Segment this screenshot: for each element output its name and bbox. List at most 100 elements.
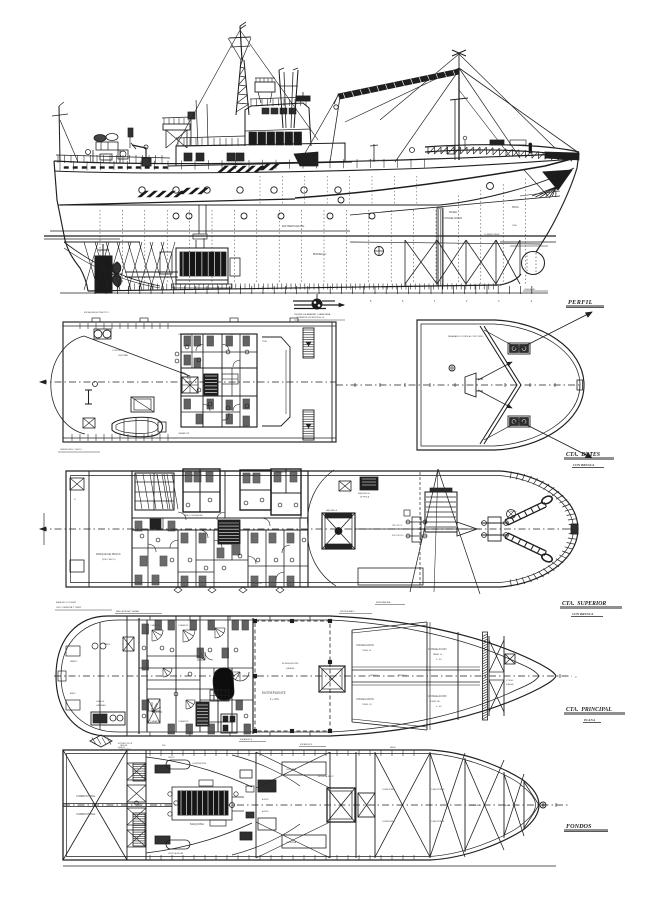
svg-text:F - 40°: F - 40° [436,706,442,708]
svg-text:(PISO SECO): (PISO SECO) [102,559,116,561]
svg-text:CONGELACION: CONGELACION [356,644,374,647]
svg-text:1 CAMAROTE: 1 CAMAROTE [150,624,160,627]
svg-text:TUNEL DE: TUNEL DE [430,701,440,703]
svg-text:F - 40°: F - 40° [436,659,442,661]
svg-text:PASAMANOS CORRE AL CONTORNO: PASAMANOS CORRE AL CONTORNO [448,335,484,338]
svg-text:2 CAMAROTE: 2 CAMAROTE [178,624,188,627]
svg-text:V PURA: V PURA [506,679,513,682]
svg-text:0: 0 [498,300,500,303]
svg-text:ENFERMERIA: ENFERMERIA [376,601,391,604]
svg-text:CONGELACION: CONGELACION [356,698,374,701]
svg-text:4: 4 [434,300,436,303]
svg-text:(SALADA): (SALADA) [286,667,295,670]
svg-text:a: a [46,530,48,532]
svg-text:RASEL: RASEL [449,210,458,214]
svg-text:ENTREPUENTE: ENTREPUENTE [282,224,304,228]
svg-text:PAÑOL: PAÑOL [70,660,78,663]
svg-text:MAQUINILLA: MAQUINILLA [326,509,338,512]
svg-text:GRUPO: GRUPO [168,757,175,759]
svg-text:CESTAS DE PESCA: CESTAS DE PESCA [368,159,389,162]
svg-text:2: 2 [466,300,468,303]
svg-text:ACEITE: ACEITE [262,798,269,801]
svg-text:CENTRAL: CENTRAL [118,354,129,357]
svg-text:COMBUSTIBLE: COMBUSTIBLE [76,794,95,798]
svg-text:CISTERNA: CISTERNA [286,841,297,844]
svg-text:COMBUSTIBLE: COMBUSTIBLE [382,821,396,823]
svg-text:CTA. BOTES: CTA. BOTES [566,452,600,458]
svg-text:HUMOS: HUMOS [118,747,125,749]
svg-text:CAJA DE: CAJA DE [96,700,105,703]
svg-text:ESPARDECK: ESPARDECK [240,738,253,741]
svg-text:CON BRUSCA: CON BRUSCA [572,612,594,616]
svg-text:CONGELACION: CONGELACION [428,695,447,698]
svg-text:F + LPG: F + LPG [270,698,279,701]
svg-text:MAQUINA: MAQUINA [190,822,204,826]
svg-text:6: 6 [402,300,404,303]
svg-text:CAMAROTE: CAMAROTE [276,471,287,474]
svg-text:PROA: PROA [512,206,519,209]
svg-text:TUNEL C6: TUNEL C6 [362,704,372,706]
svg-text:LINEA BASE: LINEA BASE [524,288,536,291]
svg-text:COMBUSTIBLE: COMBUSTIBLE [430,821,445,823]
svg-text:ACEITE: ACEITE [262,810,269,813]
svg-text:SPLIT BLOCK: SPLIT BLOCK [392,535,404,537]
svg-text:CAMAROTE: CAMAROTE [244,474,255,477]
svg-text:BAJA DE 0.5 KN/M2: BAJA DE 0.5 KN/M2 [56,601,77,604]
svg-text:COCINA: COCINA [134,582,142,585]
svg-text:ENTREPUENTE: ENTREPUENTE [262,691,286,695]
svg-text:COMBUSTIBLE: COMBUSTIBLE [118,749,132,751]
svg-text:2 CAMAROTE: 2 CAMAROTE [178,720,188,723]
svg-text:PARRILLA: PARRILLA [370,674,379,677]
svg-text:COMBUSTIBLE: COMBUSTIBLE [484,234,500,236]
svg-text:COMBUSTIBLE: COMBUSTIBLE [468,805,482,807]
svg-text:-2: -2 [530,300,533,303]
svg-text:MOL.34: MOL.34 [510,511,516,513]
svg-text:CON BRUSCA: CON BRUSCA [573,463,595,467]
svg-text:Pº: Pº [575,676,577,679]
svg-text:DE PESCA: DE PESCA [360,496,370,499]
svg-text:ESCALERA DE PRACTICO: ESCALERA DE PRACTICO [84,311,109,314]
svg-text:LINEA DOBLE / CASCO: LINEA DOBLE / CASCO [60,448,82,451]
svg-text:COMBUSTIBLE: COMBUSTIBLE [430,789,445,791]
svg-text:BODEGA F=0°C: BODEGA F=0°C [318,775,335,778]
svg-text:PSJE: PSJE [262,341,268,343]
svg-text:CAMAROTE: CAMAROTE [186,474,197,477]
svg-text:PLANA: PLANA [584,718,596,722]
svg-text:BODEGA: BODEGA [313,252,326,256]
svg-text:COMPRESORES: COMPRESORES [192,763,207,765]
svg-text:PERFIL: PERFIL [568,299,593,306]
svg-text:BODEGA DE RED: BODEGA DE RED [282,662,299,665]
svg-text:PANEL 2a: PANEL 2a [433,653,443,656]
svg-text:GRUPO AUXILIAR: GRUPO AUXILIAR [168,852,184,855]
svg-text:COMBUSTIBLE: COMBUSTIBLE [382,789,396,791]
svg-text:CHIGRE DE AMARRE Y MANIOBRA: CHIGRE DE AMARRE Y MANIOBRA [294,313,331,316]
svg-text:8: 8 [370,300,372,303]
svg-text:PARRILLA: PARRILLA [398,674,407,677]
svg-text:CAMAROTE: CAMAROTE [178,432,190,435]
svg-text:W.B.: W.B. [162,745,166,747]
svg-text:ESPARDECK: ESPARDECK [300,743,313,746]
svg-text:7400: 7400 [512,225,518,227]
svg-text:1 CAMAROTE: 1 CAMAROTE [150,720,160,723]
svg-text:PAÑOL: PAÑOL [104,643,112,646]
svg-text:(LARGA): (LARGA) [506,683,514,686]
svg-text:CAMAROTE 2a: CAMAROTE 2a [178,333,193,336]
svg-text:CONTROL: CONTROL [112,350,123,352]
svg-text:CTA. SUPERIOR: CTA. SUPERIOR [562,601,606,607]
svg-text:TIRO 26.5 T.: TIRO 26.5 T. [392,525,403,527]
svg-text:USO CUBIERTA 2 TN/M2: USO CUBIERTA 2 TN/M2 [56,606,82,609]
svg-text:PASILLO ESCALERA: PASILLO ESCALERA [184,514,203,517]
svg-text:TANQUE: TANQUE [120,744,128,747]
svg-text:PARQUE DE PESCA: PARQUE DE PESCA [96,552,121,556]
svg-text:N: N [74,499,76,501]
svg-text:BAÑO: BAÑO [230,333,236,336]
svg-text:FONDOS: FONDOS [566,823,592,830]
svg-text:CONGELACION: CONGELACION [428,648,447,651]
svg-text:REFRIGERADO: REFRIGERADO [340,610,355,613]
svg-text:CUBIERTA SUPERIOR A - A: CUBIERTA SUPERIOR A - A [296,316,324,319]
svg-text:CADENAS: CADENAS [96,704,106,707]
svg-text:TUNEL 2b: TUNEL 2b [362,650,372,652]
svg-text:EXTRACTOR DE: EXTRACTOR DE [118,742,133,745]
svg-text:RASEL: RASEL [390,746,396,749]
svg-text:COMBUSTIBLE: COMBUSTIBLE [76,812,95,816]
